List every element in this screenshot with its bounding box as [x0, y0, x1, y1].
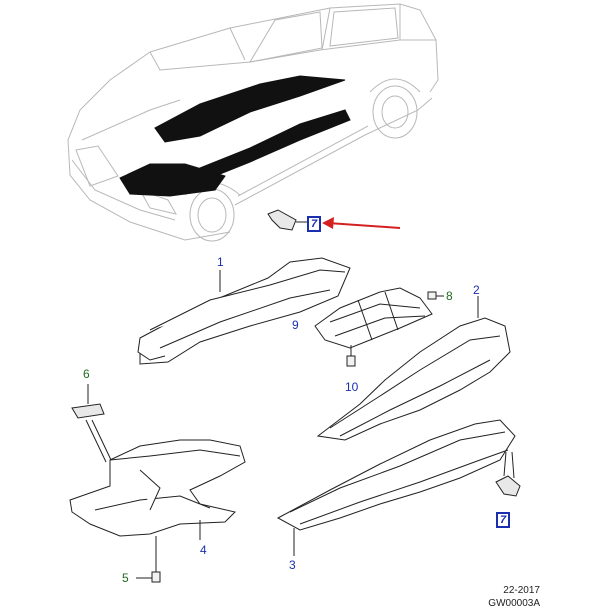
- part-3-underbody-panel: [276, 419, 516, 556]
- part-5-bolt: [136, 536, 161, 583]
- part-10-fastener: [346, 345, 356, 367]
- vehicle-underbody-panels: [119, 75, 351, 197]
- callout-6: 6: [83, 367, 90, 381]
- callout-7-bottom: 7: [496, 512, 511, 528]
- callout-5: 5: [122, 571, 129, 585]
- underbody-panel-front: [119, 163, 226, 197]
- part-4-front-panel: [69, 439, 246, 540]
- callout-1: 1: [217, 255, 224, 269]
- callout-10: 10: [345, 380, 359, 394]
- diagram-date-code: 22-2017: [503, 585, 540, 596]
- part-1-underbody-panel: [137, 257, 351, 365]
- callout-2: 2: [473, 283, 480, 297]
- callout-3: 3: [289, 558, 296, 572]
- underbody-panel-left: [154, 75, 346, 143]
- part-8-clip: [427, 291, 444, 300]
- red-indicator-arrow: [322, 217, 401, 229]
- part-9-centre-panel: [314, 287, 433, 349]
- callout-9: 9: [292, 318, 299, 332]
- diagram-reference-code: GW00003A: [488, 598, 540, 609]
- callout-8: 8: [446, 289, 453, 303]
- underbody-panel-right: [199, 109, 351, 179]
- part-7-bracket-bottom: [495, 451, 521, 497]
- part-7-bracket-top: [267, 209, 308, 231]
- callout-4: 4: [200, 543, 207, 557]
- vehicle-outline: [67, 3, 439, 242]
- part-2-underbody-panel: [316, 296, 511, 441]
- callout-7-top: 7: [307, 216, 322, 232]
- part-6-bracket: [71, 384, 113, 463]
